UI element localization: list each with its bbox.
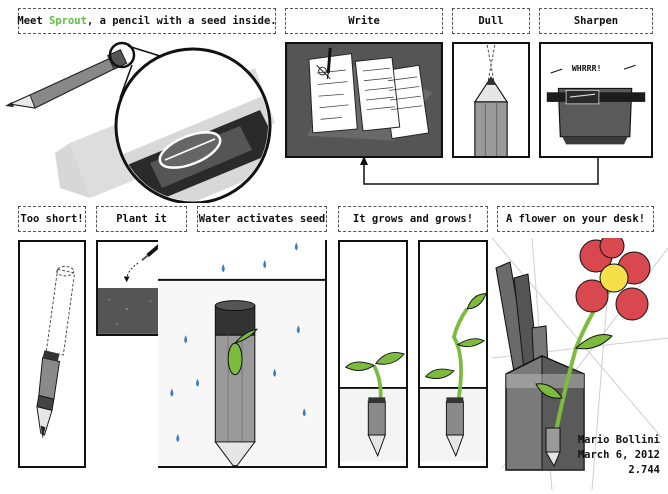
caption-intro-suffix: , a pencil with a seed inside. bbox=[86, 15, 277, 27]
writing-papers-illustration bbox=[287, 44, 441, 156]
caption-flower: A flower on your desk! bbox=[497, 206, 654, 232]
panel-grows-1 bbox=[338, 240, 408, 468]
panel-dull bbox=[452, 42, 530, 158]
small-pencil-icon bbox=[5, 49, 128, 109]
caption-too-short: Too short! bbox=[18, 206, 86, 232]
dull-pencil-illustration bbox=[473, 44, 509, 156]
caption-dull: Dull bbox=[452, 8, 530, 34]
caption-intro-highlight: Sprout bbox=[49, 15, 87, 27]
flower-icon bbox=[575, 233, 651, 321]
caption-intro: Meet Sprout, a pencil with a seed inside… bbox=[17, 8, 277, 34]
cycle-arrow bbox=[360, 156, 599, 185]
caption-sharpen: Sharpen bbox=[539, 8, 653, 34]
watered-pencil-illustration bbox=[158, 242, 325, 466]
caption-grows: It grows and grows! bbox=[338, 206, 488, 232]
panel-intro-drawing bbox=[0, 38, 280, 205]
paper-stack-icon bbox=[308, 53, 430, 140]
water-drops bbox=[170, 242, 306, 442]
writing-pencil-icon bbox=[326, 47, 332, 79]
caption-water: Water activates seed bbox=[197, 206, 327, 232]
signature-date: March 6, 2012 bbox=[577, 449, 660, 461]
signature-course: 2.744 bbox=[628, 464, 660, 476]
sprouting-pencil-illustration bbox=[340, 351, 406, 462]
caption-intro-prefix: Meet bbox=[17, 15, 50, 27]
sharpener-illustration: WHRRR! bbox=[546, 63, 646, 145]
panel-write bbox=[285, 42, 443, 158]
caption-plant-it: Plant it bbox=[96, 206, 187, 232]
panel-too-short bbox=[18, 240, 86, 468]
signature: Mario Bollini March 6, 2012 2.744 bbox=[578, 433, 660, 478]
panel-sharpen: WHRRR! bbox=[539, 42, 653, 158]
flower-pot-illustration bbox=[491, 233, 668, 491]
short-pencil-illustration bbox=[36, 266, 76, 439]
sprout-pencil-illustration bbox=[5, 41, 275, 205]
sound-effect-text: WHRRR! bbox=[572, 63, 602, 73]
panel-water bbox=[158, 240, 327, 468]
panel-flower-desk bbox=[491, 233, 668, 491]
caption-write: Write bbox=[285, 8, 443, 34]
growing-plant-illustration bbox=[420, 293, 486, 462]
signature-name: Mario Bollini bbox=[577, 434, 660, 446]
panel-grows-2 bbox=[418, 240, 488, 468]
